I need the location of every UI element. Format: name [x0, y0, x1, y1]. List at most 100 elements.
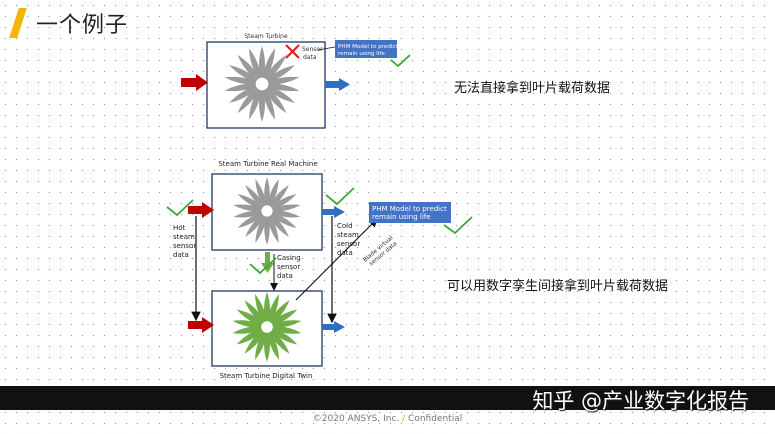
casing-check-icon	[249, 257, 277, 275]
rotor-blade	[255, 294, 267, 327]
hot-label-line1: Hot	[173, 224, 186, 232]
rotor-blade	[267, 194, 297, 211]
page-title: 一个例子	[36, 13, 129, 38]
cold-label-line1: Cold	[337, 222, 353, 230]
rotor-blade	[255, 179, 267, 211]
hot-check-icon	[166, 199, 194, 217]
rotor-blade	[232, 320, 267, 328]
rotor-blade	[255, 211, 267, 243]
footer-confidential: Confidential	[408, 414, 463, 424]
top-phm-line2: remain using life	[338, 51, 385, 57]
rotor-blade	[267, 211, 279, 243]
casing-label-line3: data	[277, 272, 293, 280]
rotor-blade	[267, 320, 302, 328]
rotor-blade	[267, 327, 279, 360]
cold-check-icon	[325, 187, 355, 206]
top-check-icon	[390, 54, 411, 68]
hot-label-line3: sensor	[173, 242, 196, 250]
rotor-hub	[254, 76, 270, 92]
rotor-blade	[237, 194, 267, 211]
real-machine-label: Steam Turbine Real Machine	[218, 160, 317, 168]
footer: ©2020 ANSYS, Inc. / Confidential	[0, 414, 775, 424]
top-output-arrow	[325, 78, 350, 91]
rotor-blade	[237, 211, 267, 228]
top-sensor-label-line1: Sensor	[302, 46, 323, 53]
cold-label-line3: sensor	[337, 240, 360, 248]
rotor-blade	[232, 326, 267, 334]
bottom-phm-line2: remain using life	[372, 213, 431, 221]
cold-label-line4: data	[337, 249, 353, 257]
rotor-blade	[267, 211, 289, 238]
rotor-blade	[229, 65, 262, 84]
rotor-blade	[245, 184, 267, 211]
bottom-band	[0, 386, 775, 410]
rotor-blade	[224, 83, 262, 92]
top-rotor	[224, 46, 300, 122]
note-cannot: 无法直接拿到叶片载荷数据	[454, 81, 611, 96]
rotor-blade	[267, 184, 289, 211]
footer-copyright: ©2020 ANSYS, Inc.	[312, 414, 400, 424]
rotor-blade	[267, 204, 301, 212]
real-input-arrow	[188, 202, 214, 218]
rotor-blade	[236, 327, 267, 345]
bottom-phm-line1: PHM Model to predict	[372, 205, 447, 213]
bottom-phm-box	[369, 202, 451, 223]
casing-label-line1: Casing	[277, 254, 301, 262]
rotor-blade	[249, 84, 262, 120]
note-can: 可以用数字孪生间接拿到叶片载荷数据	[447, 279, 669, 294]
rotor-blade	[267, 179, 279, 211]
twin-input-arrow	[188, 317, 214, 333]
top-phm-line1: PHM Model to predict	[338, 44, 398, 50]
rotor-blade	[249, 48, 262, 84]
rotor-blade	[267, 210, 301, 218]
rotor-blade	[233, 210, 267, 218]
rotor-blade	[262, 83, 300, 92]
casing-sensor-arrow	[261, 252, 274, 273]
twin-output-arrow	[322, 321, 345, 333]
rotor-hub	[260, 204, 274, 218]
digital-twin-rotor	[232, 292, 302, 362]
blade-virtual-link	[295, 218, 378, 301]
watermark: 知乎 @产业数字化报告	[532, 389, 749, 413]
casing-label-line2: sensor	[277, 263, 300, 271]
rotor-blade	[245, 211, 267, 238]
top-sensor-label-line2: data	[303, 54, 317, 61]
rotor-blade	[255, 327, 267, 360]
top-phm-box	[335, 40, 397, 58]
title-bar: 一个例子	[9, 6, 129, 40]
hot-label-line2: steam	[173, 233, 195, 241]
footer-slash: /	[402, 414, 406, 424]
rotor-blade	[237, 54, 262, 84]
rotor-blade	[233, 204, 267, 212]
top-turbine-label: Steam Turbine	[244, 33, 288, 40]
rotor-blade	[229, 84, 262, 103]
cold-label-line2: steam	[337, 231, 359, 239]
hot-label-line4: data	[173, 251, 189, 259]
rotor-blade	[237, 84, 262, 114]
rotor-blade	[244, 300, 267, 327]
rotor-blade	[244, 327, 267, 354]
rotor-blade	[267, 300, 290, 327]
rotor-blade	[267, 294, 279, 327]
top-input-arrow	[181, 74, 208, 91]
rotor-blade	[267, 309, 298, 327]
rotor-blade	[267, 211, 297, 228]
rotor-blade	[267, 327, 290, 354]
rotor-hub	[260, 320, 274, 334]
real-machine-rotor	[233, 177, 301, 245]
rotor-blade	[262, 48, 275, 84]
rotor-blade	[262, 65, 295, 84]
rotor-blade	[262, 76, 300, 85]
rotor-blade	[236, 309, 267, 327]
top-sensor-link	[317, 46, 336, 51]
rotor-blade	[262, 84, 275, 120]
rotor-blade	[262, 84, 287, 114]
rotor-blade	[267, 327, 298, 345]
real-output-arrow	[322, 206, 345, 218]
phm-check-icon	[443, 216, 473, 235]
rotor-blade	[224, 76, 262, 85]
digital-twin-label: Steam Turbine Digital Twin	[220, 372, 313, 380]
rotor-blade	[262, 84, 295, 103]
cross-icon	[285, 44, 300, 59]
